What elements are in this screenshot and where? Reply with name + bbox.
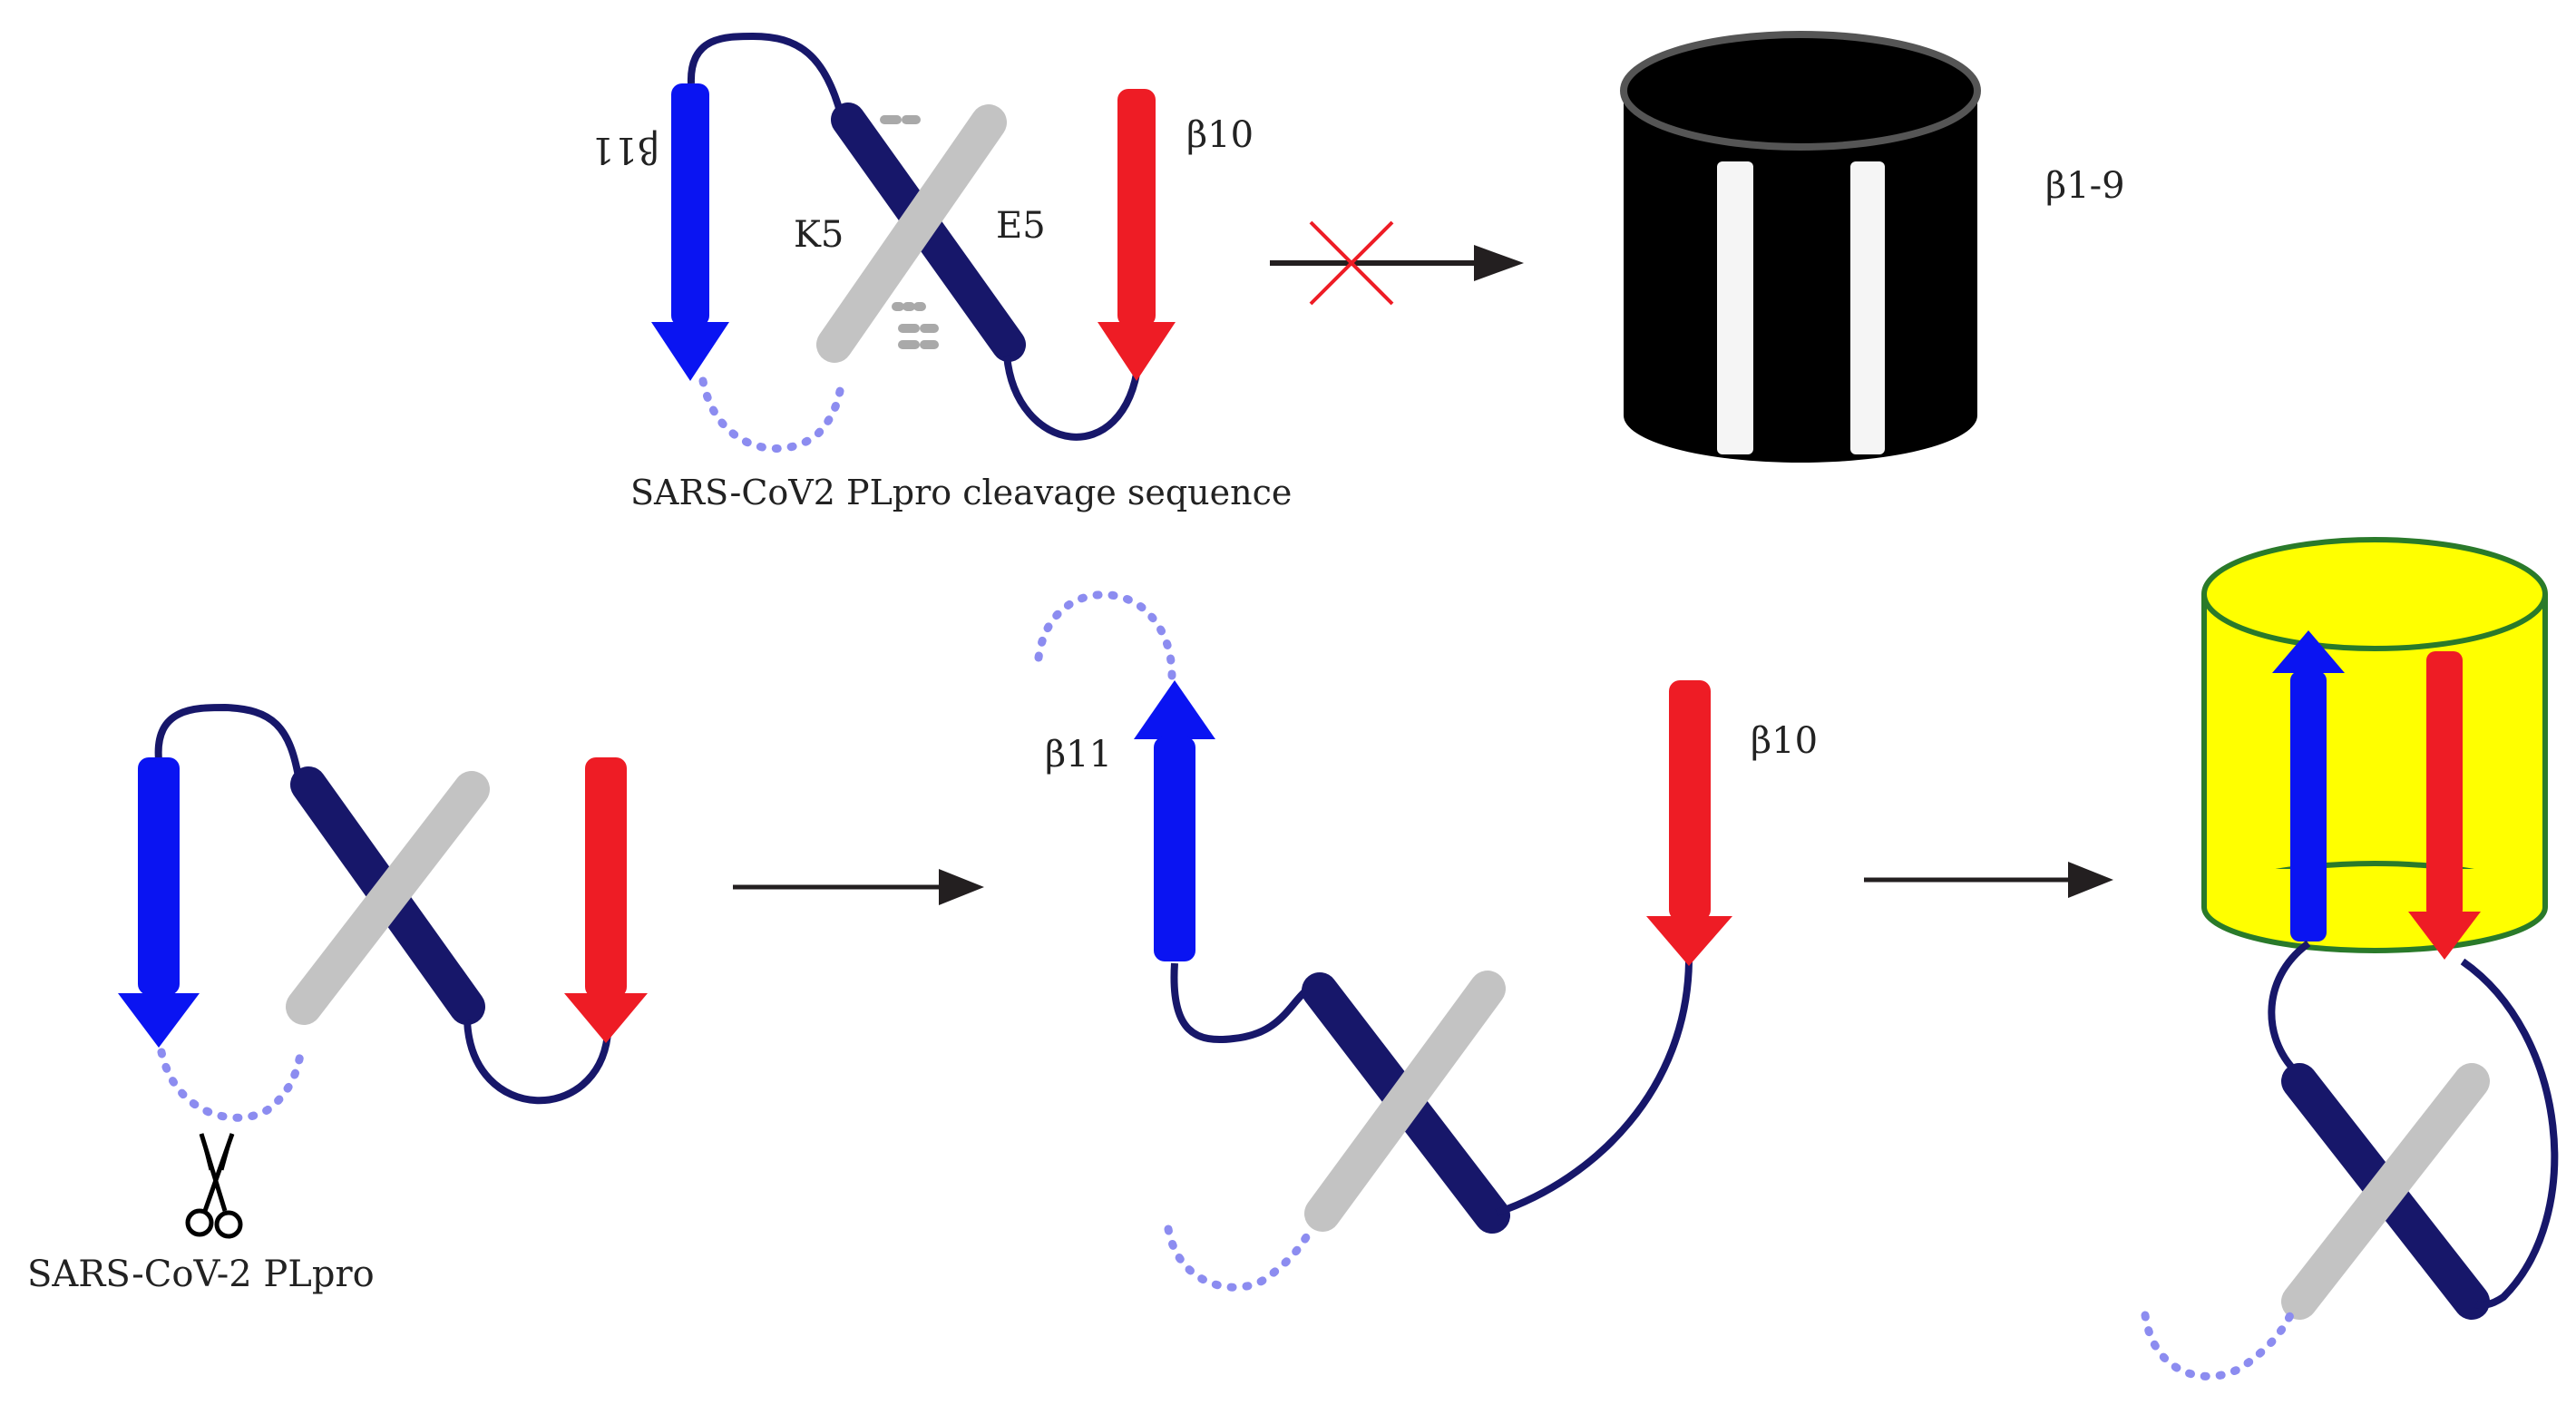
mid-beta11-strand (1134, 680, 1215, 961)
top-beta11-strand (651, 83, 729, 381)
bl-cleavage-loop (157, 1046, 306, 1122)
top-beta11-label: β11 (591, 129, 659, 171)
barrel-gap-2 (1850, 161, 1885, 454)
bl-beta11-strand (118, 757, 200, 1048)
mid-linker-1 (1170, 962, 1309, 1044)
bl-linker-2 (463, 1020, 611, 1105)
gfp-dots (2141, 1311, 2295, 1381)
barrel-label: β1-9 (2045, 165, 2125, 207)
arrow-cleave (733, 869, 984, 905)
gfp-beta11-strand (2272, 630, 2345, 942)
top-probe: β11 β10 K5 E5 SARS-CoV2 PLpro cleavage s… (591, 32, 1292, 512)
bl-beta10-strand (564, 757, 648, 1043)
arrow-complement (1864, 862, 2113, 898)
mid-beta10-label: β10 (1751, 720, 1818, 762)
mid-helix-e5 (1304, 971, 1506, 1232)
gfp-beta10-strand (2408, 651, 2481, 960)
gfp-barrel (2201, 537, 2548, 953)
top-linker-1 (687, 32, 845, 119)
barrel-gap-1 (1717, 161, 1753, 454)
black-barrel: β1-9 (1620, 31, 2125, 463)
top-linker-2 (1003, 355, 1142, 441)
gfp-linker-2 (2460, 958, 2559, 1309)
mid-top-dots (1034, 590, 1176, 680)
mid-beta11-label: β11 (1045, 734, 1112, 776)
cleaved-probe: β11 β10 (1034, 590, 1818, 1292)
bl-linker-1 (154, 703, 303, 783)
top-k5-label: K5 (794, 214, 844, 256)
top-helix-interactions (880, 115, 939, 349)
top-e5-label: E5 (996, 205, 1046, 247)
top-beta10-label: β10 (1186, 114, 1254, 156)
top-helix-e5 (816, 104, 1007, 363)
bl-helix-e5 (286, 771, 490, 1025)
mid-beta10-strand (1646, 680, 1732, 966)
mid-dots-bottom (1164, 1224, 1315, 1292)
blocked-arrow (1270, 220, 1524, 306)
scissors-icon (185, 1133, 243, 1239)
top-caption: SARS-CoV2 PLpro cleavage sequence (630, 473, 1292, 512)
gfp-helix-e5 (2281, 1063, 2490, 1320)
bottom-left-probe: SARS-CoV-2 PLpro (27, 703, 648, 1295)
top-beta10-strand (1098, 89, 1176, 381)
gfp-complex (2141, 537, 2559, 1381)
mid-linker-2 (1495, 961, 1693, 1216)
top-cleavage-loop (698, 376, 846, 453)
protease-label: SARS-CoV-2 PLpro (27, 1254, 375, 1295)
cross-icon (1309, 220, 1394, 306)
gfp-linker-1 (2268, 940, 2311, 1078)
